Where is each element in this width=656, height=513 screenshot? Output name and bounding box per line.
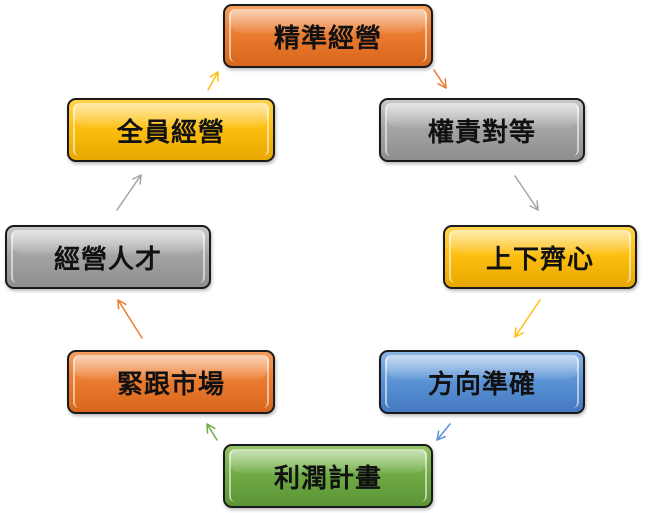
stage-label: 利潤計畫	[273, 463, 382, 494]
connector-arrow	[117, 299, 143, 339]
stage-label: 上下齊心	[485, 244, 594, 275]
connector-arrow	[207, 71, 219, 91]
connector-arrow	[116, 174, 142, 211]
stage-follow-market: 緊跟市場	[67, 350, 275, 414]
connector-arrow	[433, 69, 447, 89]
connector-arrow	[206, 423, 218, 441]
stage-label: 全員經營	[116, 117, 225, 148]
stage-label: 緊跟市場	[116, 369, 225, 400]
stage-all-staff-management: 全員經營	[67, 98, 275, 162]
stage-label: 經營人才	[53, 244, 162, 275]
stage-united-effort: 上下齊心	[443, 225, 637, 289]
connector-arrow	[514, 299, 541, 338]
stage-label: 方向準確	[427, 369, 536, 400]
stage-label: 精準經營	[273, 23, 382, 54]
stage-accurate-direction: 方向準確	[379, 350, 585, 414]
stage-management-talent: 經營人才	[5, 225, 211, 289]
stage-profit-plan: 利潤計畫	[223, 444, 433, 508]
stage-precise-management: 精準經營	[223, 4, 433, 68]
connector-arrow	[436, 423, 451, 441]
stage-equal-rights-responsibilities: 權責對等	[379, 98, 585, 162]
stage-label: 權責對等	[427, 117, 536, 148]
connector-arrow	[514, 175, 539, 211]
